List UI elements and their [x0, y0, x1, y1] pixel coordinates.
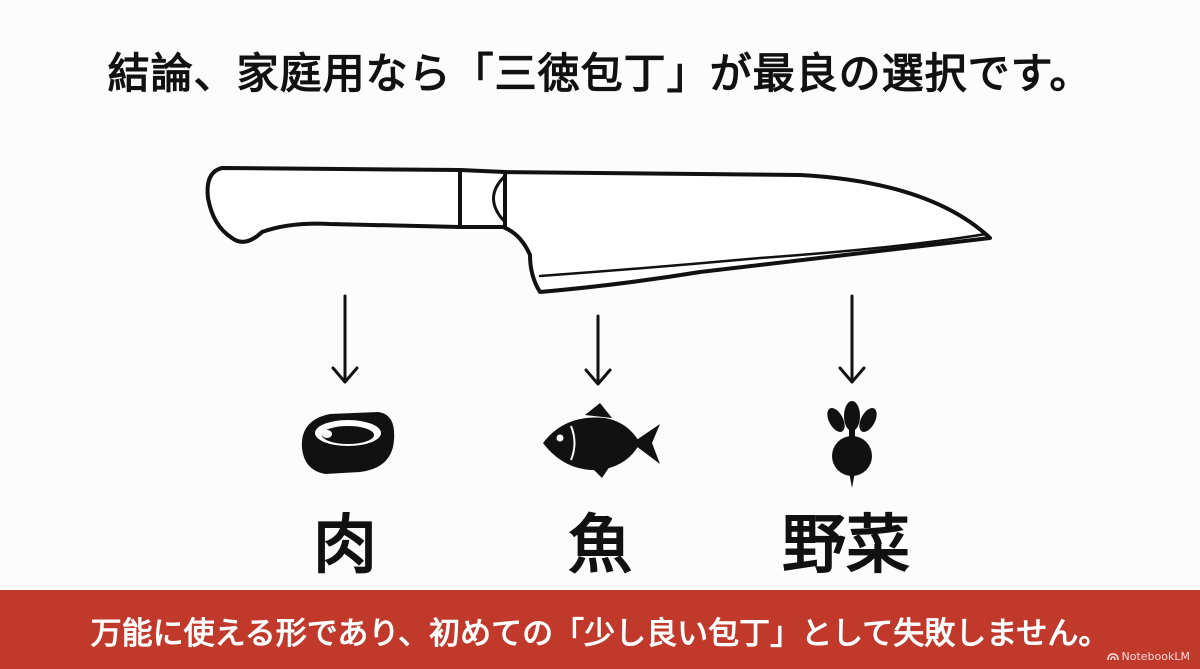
arrow-to-fish — [584, 314, 612, 386]
bottom-banner-text: 万能に使える形であり、初めての「少し良い包丁」として失敗しません。 — [90, 616, 1110, 652]
fish-icon — [543, 403, 660, 478]
bottom-banner: 万能に使える形であり、初めての「少し良い包丁」として失敗しません。 Notebo… — [0, 590, 1200, 669]
santoku-diagram — [205, 166, 992, 488]
brand-watermark: NotebookLM — [1106, 650, 1190, 663]
knife-handle — [205, 166, 462, 244]
arrow-to-vegetable — [838, 294, 866, 384]
category-label-meat: 肉 — [313, 509, 377, 583]
brand-name: NotebookLM — [1121, 650, 1190, 663]
santoku-knife-icon — [205, 166, 992, 294]
category-label-fish: 魚 — [568, 509, 632, 583]
knife-blade — [498, 170, 992, 294]
category-label-vegetable: 野菜 — [782, 509, 910, 583]
headline: 結論、家庭用なら「三徳包丁」が最良の選択です。 — [107, 49, 1093, 98]
knife-edge-line — [538, 232, 988, 278]
knife-bolster — [458, 168, 507, 229]
meat-icon — [301, 412, 395, 474]
arrow-to-meat — [331, 294, 359, 384]
notebooklm-logo-icon — [1106, 653, 1119, 661]
vegetable-icon — [827, 401, 877, 488]
knife-bolster-curve — [492, 174, 507, 224]
